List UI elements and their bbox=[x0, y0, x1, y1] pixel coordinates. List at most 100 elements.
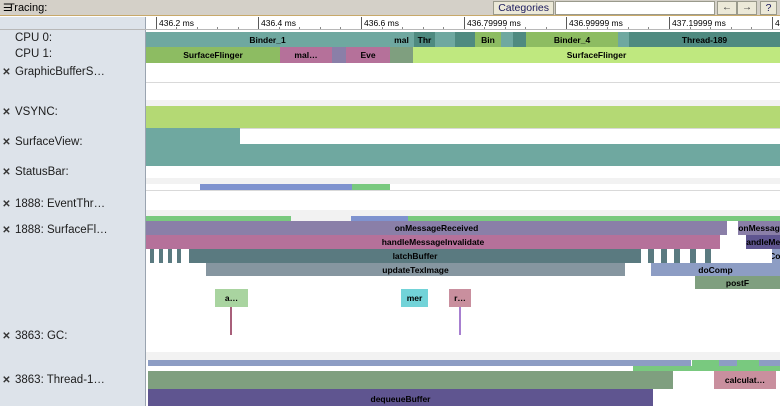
slice-mal[interactable]: mal bbox=[389, 32, 414, 47]
slice-surfaceflinger[interactable]: SurfaceFlinger bbox=[146, 47, 280, 63]
close-icon[interactable]: ✕ bbox=[2, 166, 11, 178]
sidebar-item-8[interactable]: ✕3863: GC: bbox=[0, 330, 145, 342]
slice-binder-1[interactable]: Binder_1 bbox=[146, 32, 389, 47]
surfaceflinger-slice[interactable] bbox=[351, 216, 408, 221]
toolbar: ☰Tracing: Categories ← → ? bbox=[0, 0, 780, 16]
eventthread-slice[interactable] bbox=[200, 184, 352, 190]
categories-button[interactable]: Categories bbox=[493, 1, 554, 15]
slice-latchbuffer[interactable]: latchBuffer bbox=[189, 249, 641, 263]
surfaceflinger-slice[interactable] bbox=[674, 249, 680, 263]
sidebar-item-4[interactable]: ✕SurfaceView: bbox=[0, 136, 145, 148]
flow-arrow[interactable] bbox=[459, 307, 461, 335]
close-icon[interactable]: ✕ bbox=[2, 198, 11, 210]
thread1-slice[interactable] bbox=[633, 366, 780, 371]
ruler-minor-tick bbox=[628, 27, 629, 29]
thread1-slice[interactable] bbox=[759, 360, 780, 366]
thread1-slice[interactable] bbox=[692, 360, 719, 366]
slice-handlemessageinvalidate[interactable]: handleMessageInvalidate bbox=[146, 235, 720, 249]
slice-eve[interactable]: Eve bbox=[346, 47, 390, 63]
surfaceflinger-slice[interactable] bbox=[150, 249, 154, 263]
ruler-tick-label: 437.19999 ms bbox=[672, 18, 726, 28]
surfaceflinger-slice[interactable] bbox=[477, 216, 780, 221]
slice-label: onMessageReceived bbox=[394, 223, 479, 233]
thread1-slice[interactable] bbox=[148, 371, 673, 389]
sidebar-item-7[interactable]: ✕ 1888: SurfaceFl… bbox=[0, 224, 145, 236]
slice-thr[interactable]: Thr bbox=[414, 32, 435, 47]
ruler-major-tick bbox=[566, 17, 567, 29]
help-button[interactable]: ? bbox=[760, 1, 777, 15]
slice-docomp[interactable]: doComp bbox=[651, 263, 780, 276]
next-result-button[interactable]: → bbox=[737, 1, 757, 15]
close-icon[interactable]: ✕ bbox=[2, 136, 11, 148]
cpu0-slice[interactable] bbox=[501, 32, 513, 47]
close-icon[interactable]: ✕ bbox=[2, 66, 11, 78]
surfaceview-slice[interactable] bbox=[146, 128, 240, 144]
cpu0-slice[interactable] bbox=[513, 32, 526, 47]
slice-mer[interactable]: mer bbox=[401, 289, 428, 307]
ruler-minor-tick bbox=[299, 27, 300, 29]
surfaceflinger-slice[interactable] bbox=[661, 249, 667, 263]
ruler-minor-tick bbox=[710, 27, 711, 29]
vsync-slice[interactable] bbox=[146, 106, 780, 128]
surfaceflinger-slice[interactable] bbox=[408, 216, 477, 221]
slice-thread-189[interactable]: Thread-189 bbox=[629, 32, 780, 47]
slice-postf[interactable]: postF bbox=[695, 276, 780, 289]
surfaceflinger-slice[interactable] bbox=[705, 249, 711, 263]
statusbar-slice[interactable] bbox=[146, 144, 780, 166]
surfaceflinger-slice[interactable] bbox=[690, 249, 696, 263]
surfaceflinger-slice[interactable] bbox=[146, 216, 291, 221]
slice-bin[interactable]: Bin bbox=[475, 32, 501, 47]
cpu0-slice[interactable] bbox=[435, 32, 455, 47]
slice-handlemes[interactable]: handleMes bbox=[746, 235, 780, 249]
ruler-gutter bbox=[0, 17, 146, 29]
sidebar-item-label: 1888: SurfaceFl… bbox=[15, 224, 108, 236]
thread1-slice[interactable] bbox=[719, 360, 737, 366]
slice-binder-4[interactable]: Binder_4 bbox=[526, 32, 618, 47]
surfaceflinger-slice[interactable] bbox=[159, 249, 163, 263]
thread1-slice[interactable] bbox=[148, 360, 691, 366]
slice-label: Binder_1 bbox=[249, 34, 286, 45]
cpu1-slice[interactable] bbox=[332, 47, 346, 63]
slice-calculat-[interactable]: calculat… bbox=[714, 371, 776, 389]
slice-dequeuebuffer[interactable]: dequeueBuffer bbox=[148, 389, 653, 406]
close-icon[interactable]: ✕ bbox=[2, 106, 11, 118]
flow-arrow[interactable] bbox=[230, 307, 232, 335]
close-icon[interactable]: ✕ bbox=[2, 224, 11, 236]
slice-a-[interactable]: a… bbox=[215, 289, 248, 307]
ruler-tick-label: 436.4 ms bbox=[261, 18, 296, 28]
eventthread-slice[interactable] bbox=[352, 184, 390, 190]
sidebar-item-9[interactable]: ✕3863: Thread-1… bbox=[0, 374, 145, 386]
sidebar-item-0[interactable]: ✕CPU 0: bbox=[0, 32, 145, 44]
cpu0-slice[interactable] bbox=[618, 32, 629, 47]
track-band bbox=[146, 100, 780, 106]
slice-r-[interactable]: r… bbox=[449, 289, 471, 307]
prev-result-button[interactable]: ← bbox=[717, 1, 737, 15]
cpu1-slice[interactable] bbox=[390, 47, 413, 63]
surfaceflinger-slice[interactable] bbox=[168, 249, 172, 263]
slice-onmessag[interactable]: onMessag bbox=[738, 221, 780, 235]
slice-surfaceflinger[interactable]: SurfaceFlinger bbox=[413, 47, 780, 63]
slice-mal-[interactable]: mal… bbox=[280, 47, 332, 63]
slice-onmessagereceived[interactable]: onMessageReceived bbox=[146, 221, 727, 235]
slice-updateteximage[interactable]: updateTexImage bbox=[206, 263, 625, 276]
close-icon[interactable]: ✕ bbox=[2, 330, 11, 342]
surfaceflinger-slice[interactable] bbox=[648, 249, 654, 263]
sidebar-item-5[interactable]: ✕StatusBar: bbox=[0, 166, 145, 178]
sidebar-item-6[interactable]: ✕1888: EventThr… bbox=[0, 198, 145, 210]
search-input[interactable] bbox=[555, 1, 715, 15]
cpu0-slice[interactable] bbox=[455, 32, 475, 47]
sidebar-item-1[interactable]: ✕CPU 1: bbox=[0, 48, 145, 60]
window-title-text: Tracing: bbox=[7, 1, 48, 14]
slice-docomp[interactable]: doComp bbox=[772, 249, 780, 263]
sidebar-item-2[interactable]: ✕GraphicBufferS… bbox=[0, 66, 145, 78]
ruler-minor-tick bbox=[279, 27, 280, 29]
thread1-slice[interactable] bbox=[737, 360, 759, 366]
surfaceflinger-slice[interactable] bbox=[291, 216, 351, 221]
close-icon[interactable]: ✕ bbox=[2, 374, 11, 386]
slice-label: handleMes bbox=[746, 237, 780, 247]
sidebar-item-3[interactable]: ✕VSYNC: bbox=[0, 106, 145, 118]
surfaceflinger-slice[interactable] bbox=[177, 249, 181, 263]
